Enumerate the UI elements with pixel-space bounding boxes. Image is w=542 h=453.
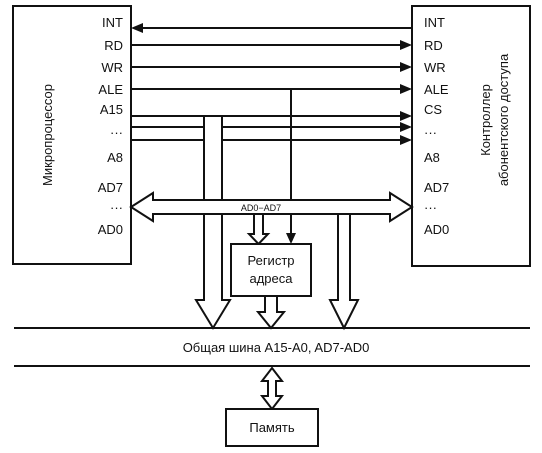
cpu-label: Микропроцессор [40,84,55,186]
cs-dots-arrowhead-icon [400,122,412,132]
cpu-dots-upper: ··· [110,125,123,140]
controller-pin-ad7: AD7 [424,180,449,195]
controller-dots-lower: ··· [424,200,437,215]
cpu-dots-lower: ··· [110,200,123,215]
address-register-label-line2: адреса [249,271,293,286]
cpu-pin-a8: A8 [107,150,123,165]
controller-pin-wr: WR [424,60,446,75]
controller-block [411,5,531,267]
cpu-pin-ad7: AD7 [98,180,123,195]
bus-memory-arrow [259,366,285,411]
controller-label-line2: абонентского доступа [496,53,511,186]
int-arrowhead-icon [131,23,143,33]
rd-arrowhead-icon [400,40,412,50]
controller-pin-ad0: AD0 [424,222,449,237]
cs-arrowhead-icon [400,111,412,121]
ale-arrowhead-icon [400,84,412,94]
cpu-pin-ad0: AD0 [98,222,123,237]
ad-to-register-arrow [246,213,271,246]
address-register-label-line1: Регистр [247,253,294,268]
address-register-box [230,243,312,297]
controller-pin-ale: ALE [424,82,449,97]
ad-bus-label: AD0−AD7 [241,203,281,213]
controller-pin-rd: RD [424,38,443,53]
memory-label: Память [249,420,295,435]
controller-pin-a8: A8 [424,150,440,165]
cpu-pin-ale: ALE [98,82,123,97]
controller-pin-int: INT [424,15,445,30]
cpu-pin-a15: A15 [100,102,123,117]
cpu-pin-int: INT [102,15,123,30]
system-bus-label: Общая шина A15-A0, AD7-AD0 [183,340,370,355]
controller-dots-upper: ··· [424,125,437,140]
ad-to-system-bus-arrow [328,213,360,331]
a8-arrowhead-icon [400,135,412,145]
register-to-system-bus-arrow [255,295,287,330]
cpu-pin-rd: RD [104,38,123,53]
address-high-bus-arrow [194,115,232,330]
controller-pin-cs: CS [424,102,442,117]
ale-register-arrowhead-icon [286,233,296,244]
wr-arrowhead-icon [400,62,412,72]
cpu-pin-wr: WR [101,60,123,75]
cpu-block [12,5,132,265]
memory-box [225,408,319,447]
controller-label-line1: Контроллер [478,84,493,156]
